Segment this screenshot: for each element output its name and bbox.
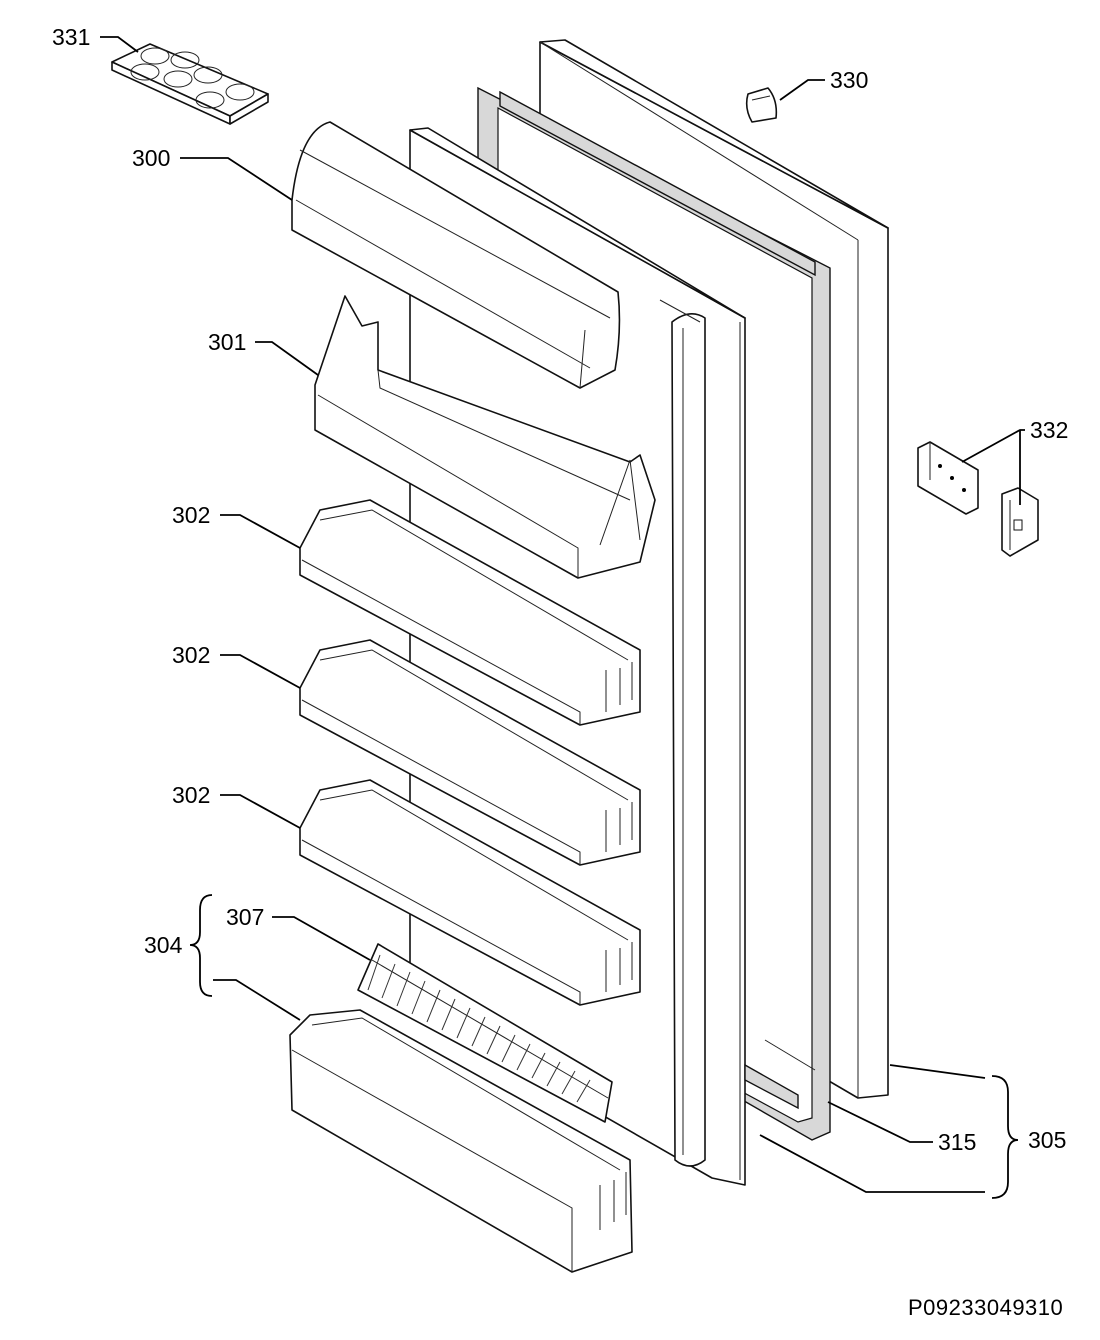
diagram-reference-code: P09233049310 [908,1295,1063,1320]
dairy-compartment-cover [291,121,621,389]
door-shelf-1 [299,499,641,726]
hinge-bracket [917,441,1039,557]
callout-331: 331 [52,24,90,50]
callout-302-b: 302 [172,642,210,668]
callout-302-a: 302 [172,502,210,528]
door-shelf-large [314,295,656,579]
door-shelf-2 [299,639,641,866]
callout-300: 300 [132,145,170,171]
bottle-retainer [357,943,613,1123]
callout-304: 304 [144,932,183,958]
door-cap [745,87,778,123]
egg-tray [111,43,269,125]
callout-315: 315 [938,1129,976,1155]
callout-330: 330 [830,67,868,93]
callout-305: 305 [1028,1127,1066,1153]
bottle-shelf [289,1009,633,1273]
callout-labels: 331 330 300 301 332 302 302 302 307 304 … [52,24,1068,1155]
callout-301: 301 [208,329,246,355]
callout-307: 307 [226,904,264,930]
callout-332: 332 [1030,417,1068,443]
callout-302-c: 302 [172,782,210,808]
door-shelf-3 [299,779,641,1006]
leader-lines [100,36,1025,1199]
